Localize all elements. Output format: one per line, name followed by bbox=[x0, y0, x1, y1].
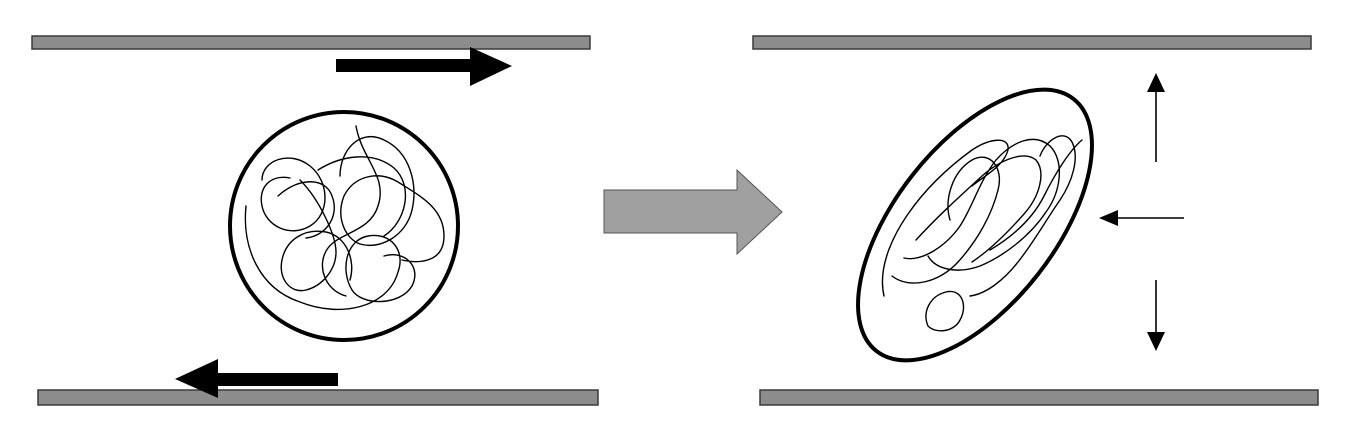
undeformed-particle bbox=[228, 110, 460, 342]
particle-ellipse bbox=[856, 87, 1094, 363]
polymer-chain-stretched bbox=[881, 135, 1083, 332]
extension-arrow-up bbox=[1147, 73, 1165, 162]
top-shear-arrow-right bbox=[336, 47, 512, 86]
deformed-particle bbox=[856, 87, 1094, 363]
right-bottom-plate bbox=[759, 389, 1319, 406]
right-top-plate bbox=[752, 35, 1312, 50]
process-arrow bbox=[603, 168, 783, 256]
right-panel bbox=[752, 35, 1319, 406]
left-top-plate bbox=[31, 35, 591, 50]
left-bottom-plate bbox=[37, 389, 599, 406]
left-panel bbox=[31, 35, 599, 406]
polymer-chain bbox=[244, 125, 445, 311]
bottom-shear-arrow-left bbox=[175, 359, 338, 398]
compression-arrow-left bbox=[1099, 210, 1184, 226]
extension-arrow-down bbox=[1147, 280, 1165, 351]
